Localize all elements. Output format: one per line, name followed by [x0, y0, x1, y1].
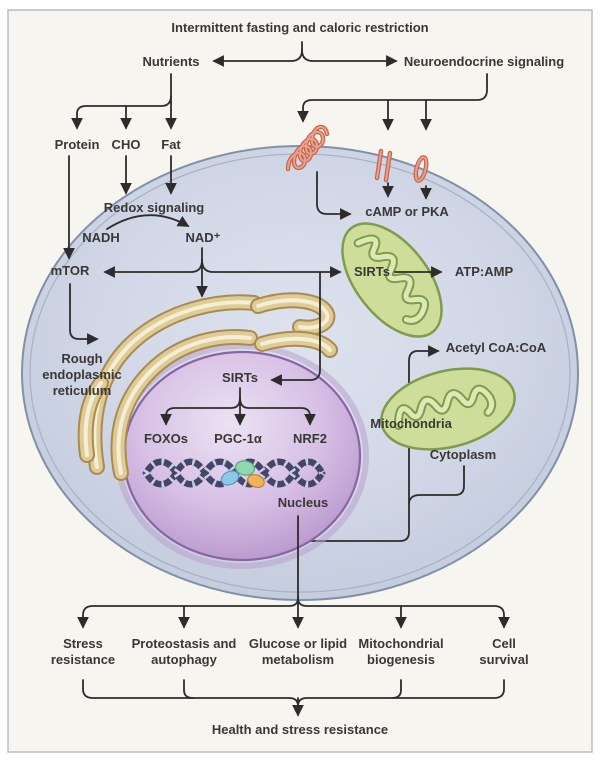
- arrow-to-nuclear-sirts: [270, 271, 321, 386]
- node-nad-plus: NAD⁺: [185, 230, 221, 245]
- arrow-sirts-to-nrf2: [239, 397, 316, 426]
- node-foxos: FOXOs: [143, 431, 189, 446]
- transcription-factor-orange: [247, 474, 265, 488]
- node-neuroendocrine: Neuroendocrine signaling: [403, 54, 565, 69]
- node-acetyl-coa: Acetyl CoA:CoA: [445, 340, 547, 355]
- node-nutrients: Nutrients: [142, 54, 200, 69]
- label-cytoplasm: Cytoplasm: [429, 447, 497, 462]
- node-atp-amp: ATP:AMP: [454, 264, 514, 279]
- arrow-gpcr-to-camp: [316, 171, 352, 220]
- er-ribbon-inner: [110, 329, 258, 481]
- er-fold-top: [250, 292, 336, 336]
- node-sirts-cytoplasm: SIRTs: [354, 264, 390, 279]
- membrane-receptors: [285, 124, 429, 183]
- er-fold-lower: [254, 330, 338, 358]
- cytoplasm-connector-line: [408, 465, 465, 504]
- node-fat: Fat: [161, 137, 181, 152]
- converge-proteostasis-line: [183, 679, 194, 699]
- er-ribbon-long: [86, 294, 262, 475]
- arrow-title-to-neuroendocrine: [301, 49, 398, 67]
- mitochondrion-right: [380, 367, 516, 451]
- er-strip-left: [77, 375, 109, 463]
- arrow-to-cell-survival: [297, 597, 510, 629]
- node-nadh: NADH: [82, 230, 120, 245]
- label-nucleus: Nucleus: [277, 495, 329, 510]
- converge-right-line: [297, 679, 505, 707]
- arrow-neuro-to-gpcr: [297, 73, 488, 123]
- diagram-title: Intermittent fasting and caloric restric…: [171, 20, 429, 35]
- node-pgc1a: PGC-1α: [214, 431, 262, 446]
- outcome-stress-resistance: Stress resistance: [50, 636, 116, 667]
- arrow-mtor-to-er: [69, 283, 99, 345]
- arrow-nadh-to-nad: [106, 214, 190, 230]
- ring-receptor-icon: [413, 155, 429, 183]
- arrow-to-stress-resistance: [77, 597, 299, 629]
- node-protein: Protein: [54, 137, 100, 152]
- transcription-factor-green: [234, 460, 256, 476]
- converge-left-line: [82, 679, 299, 707]
- node-cho: CHO: [111, 137, 141, 152]
- outcome-glucose-lipid-metabolism: Glucose or lipid metabolism: [248, 636, 348, 667]
- outcome-proteostasis-autophagy: Proteostasis and autophagy: [131, 636, 237, 667]
- rough-er-shape: [77, 292, 338, 481]
- dna-helix: [142, 458, 326, 488]
- label-rough-er: Rough endoplasmic reticulum: [42, 351, 122, 398]
- node-mtor: mTOR: [50, 263, 90, 278]
- outcome-cell-survival: Cell survival: [479, 636, 529, 667]
- gpcr-receptor-icon: [285, 124, 330, 172]
- outcome-mitochondrial-biogenesis: Mitochondrial biogenesis: [358, 636, 444, 667]
- node-sirts-nucleus: SIRTs: [222, 370, 258, 385]
- node-nrf2: NRF2: [293, 431, 327, 446]
- flow-arrows: [63, 41, 510, 717]
- node-redox-signaling: Redox signaling: [103, 200, 205, 215]
- converge-mito-line: [391, 679, 402, 699]
- mitochondrion-upper: [341, 222, 443, 338]
- label-mitochondria: Mitochondria: [370, 416, 452, 431]
- transcription-factor-blue: [220, 470, 240, 486]
- node-camp-pka: cAMP or PKA: [365, 204, 449, 219]
- channel-receptor-icon: [374, 148, 393, 183]
- conclusion-health: Health and stress resistance: [211, 722, 389, 737]
